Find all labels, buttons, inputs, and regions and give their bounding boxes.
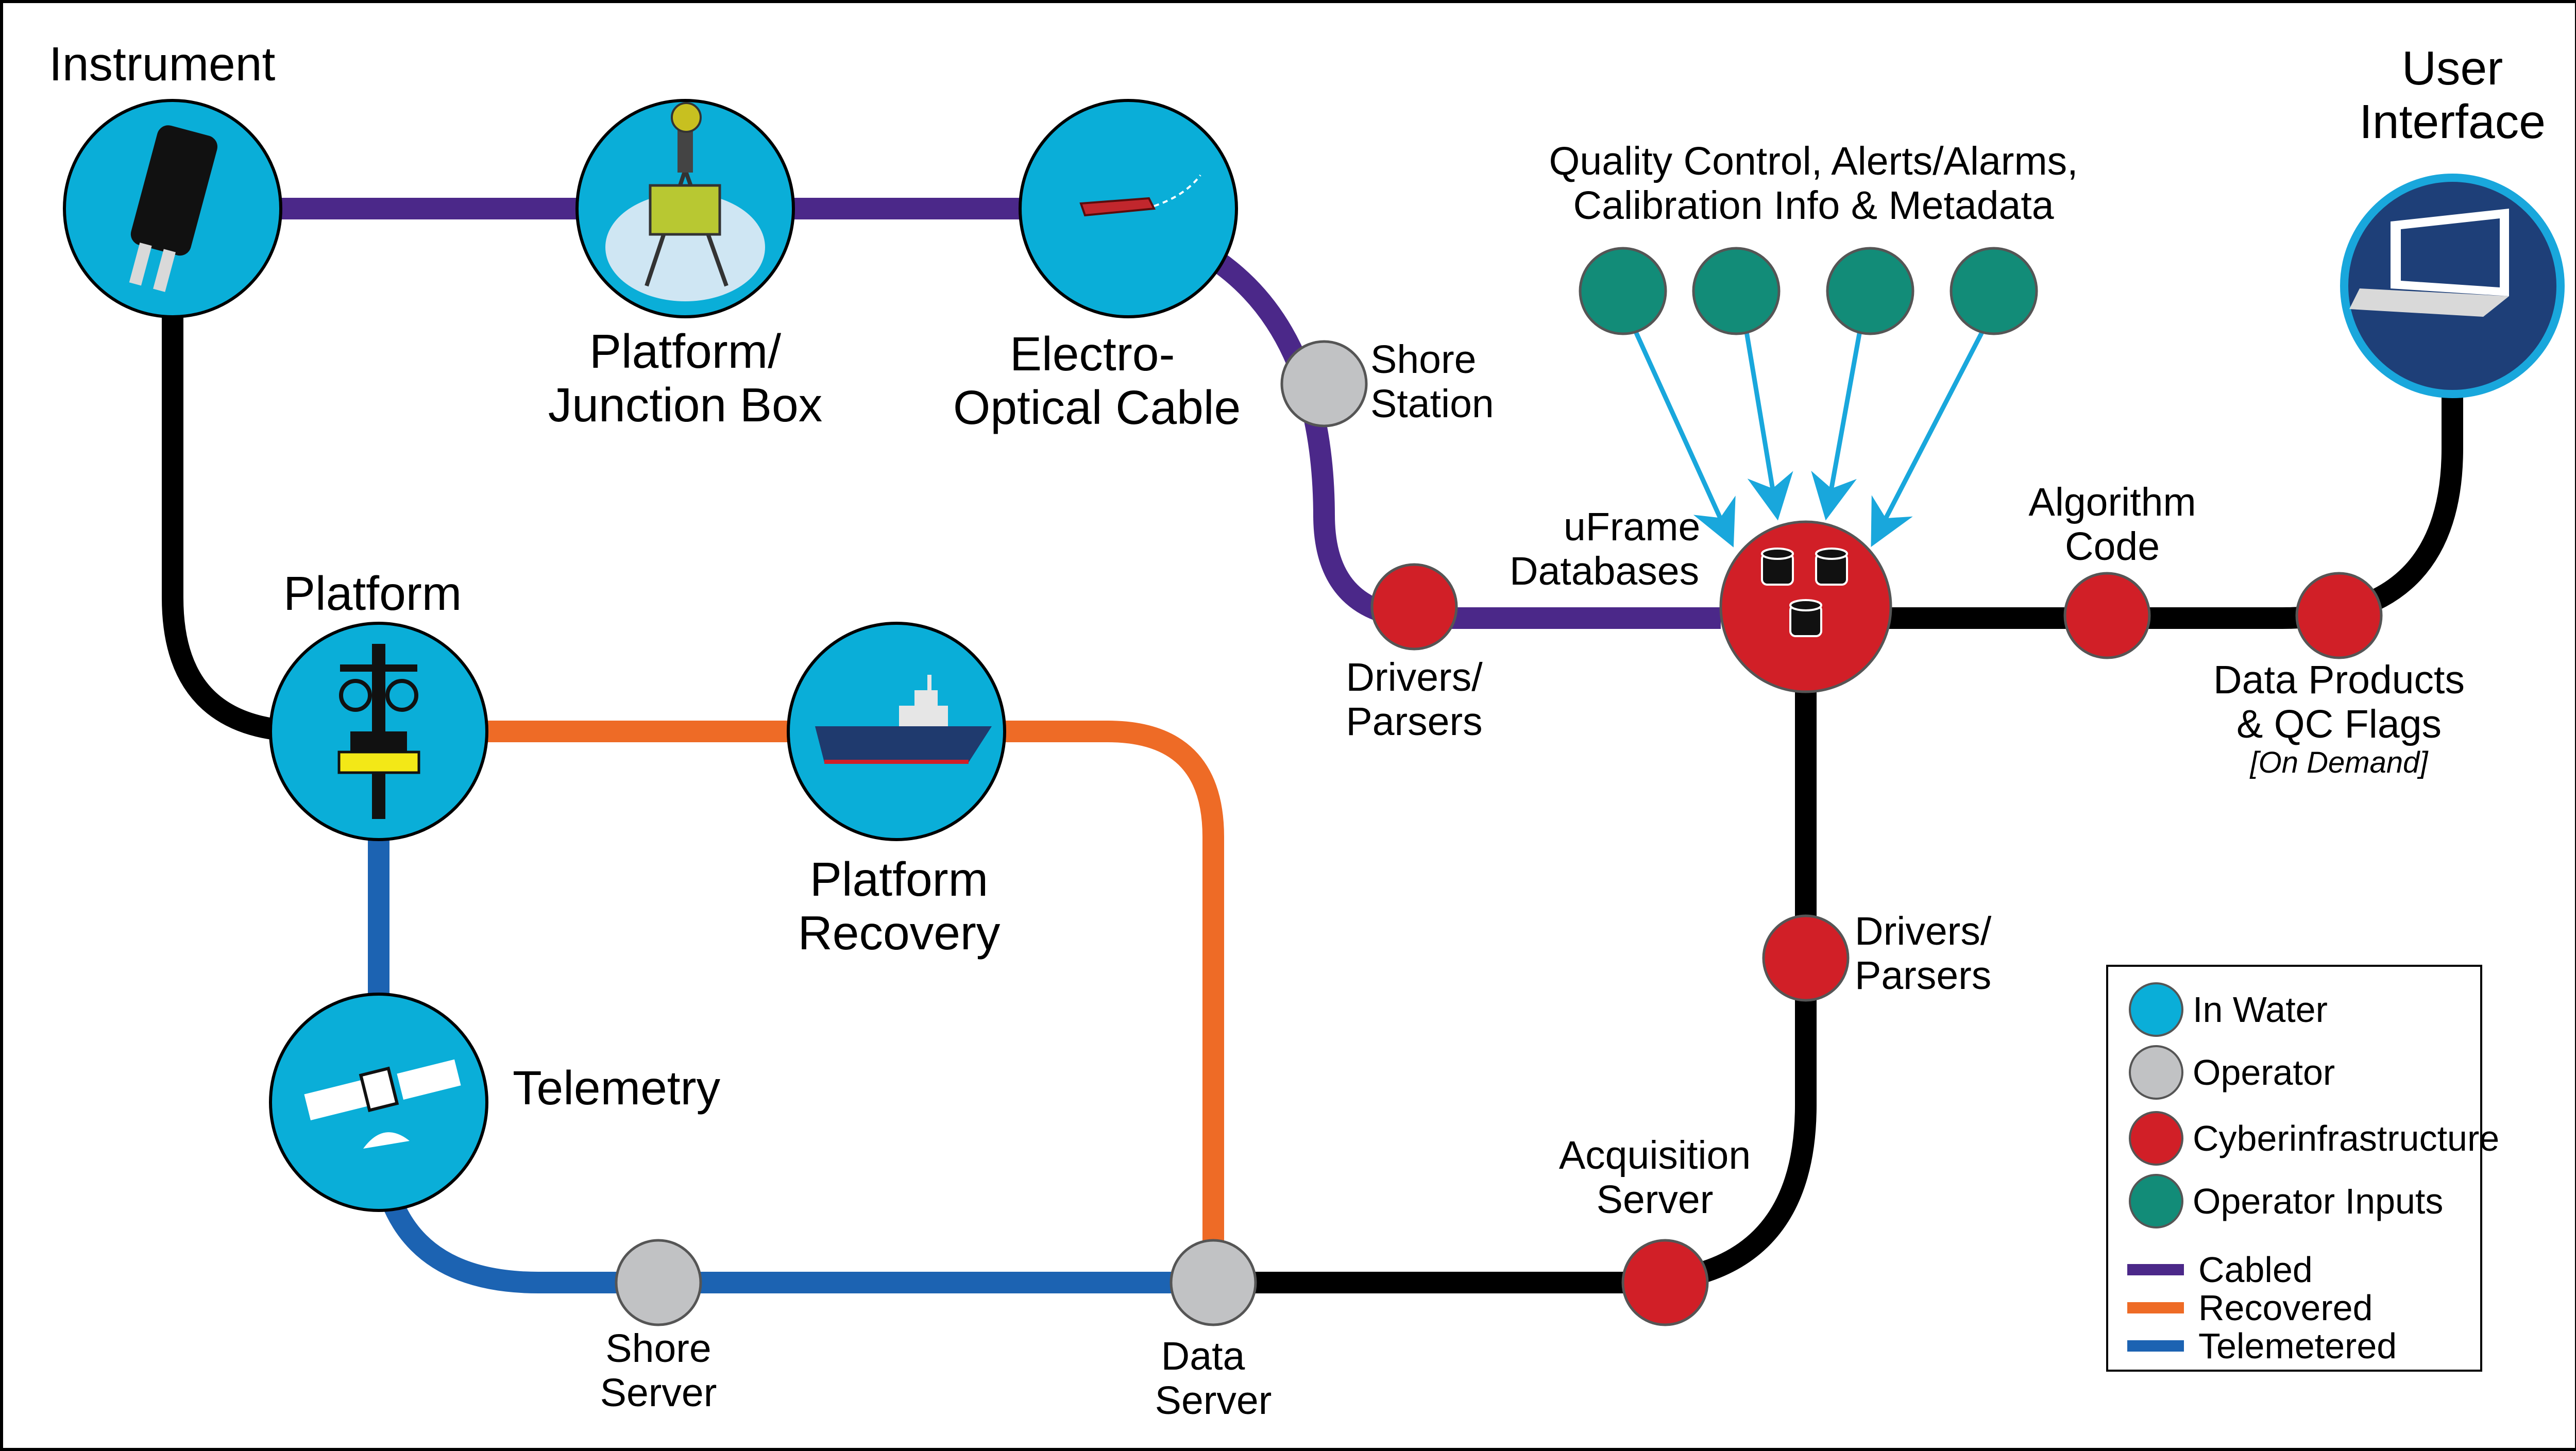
legend-item-telemetered: Telemetered: [2127, 1325, 2397, 1367]
ship-icon: [815, 675, 992, 764]
legend-item-cyberinfrastructure: Cyberinfrastructure: [2129, 1111, 2499, 1166]
label-user-interface: User Interface: [2359, 41, 2546, 149]
label-electro-optical-cable: Electro- Optical Cable: [953, 327, 1241, 435]
legend-swatch-operator-inputs: [2129, 1174, 2183, 1228]
node-shore-server[interactable]: [615, 1239, 702, 1326]
node-drivers-parsers-top[interactable]: [1370, 563, 1458, 651]
node-operator-input-3[interactable]: [1826, 247, 1914, 335]
node-data-server[interactable]: [1170, 1239, 1257, 1326]
node-platform-recovery[interactable]: [787, 622, 1006, 841]
node-drivers-parsers-right[interactable]: [1762, 914, 1850, 1002]
label-shore-station: Shore Station: [1370, 337, 1494, 426]
legend-swatch-in-water: [2129, 982, 2183, 1037]
qc-arrow-2: [1742, 319, 1793, 521]
node-user-interface[interactable]: [2340, 174, 2565, 398]
legend-item-operator: Operator: [2129, 1045, 2335, 1100]
node-telemetry[interactable]: [269, 993, 488, 1212]
label-qc-inputs: Quality Control, Alerts/Alarms, Calibrat…: [1549, 139, 2078, 228]
label-drivers-parsers-right: Drivers/ Parsers: [1855, 909, 1992, 998]
legend-swatch-cabled: [2127, 1264, 2184, 1275]
node-operator-input-2[interactable]: [1692, 247, 1781, 335]
node-algorithm-code[interactable]: [2063, 572, 2151, 659]
node-instrument[interactable]: [63, 99, 282, 318]
label-shore-server: Shore Server: [600, 1326, 717, 1415]
node-shore-station[interactable]: [1280, 340, 1368, 428]
label-platform-recovery: Platform Recovery: [798, 852, 1001, 960]
legend-item-in-water: In Water: [2129, 982, 2328, 1037]
legend: In Water Operator Cyberinfrastructure Op…: [2106, 965, 2499, 1372]
label-algorithm-code: Algorithm Code: [2028, 480, 2196, 569]
label-platform: Platform: [283, 567, 462, 620]
label-data-server: Data Server: [1155, 1334, 1272, 1423]
legend-item-cabled: Cabled: [2127, 1249, 2313, 1290]
node-acquisition-server[interactable]: [1621, 1239, 1709, 1326]
legend-item-operator-inputs: Operator Inputs: [2129, 1174, 2443, 1228]
node-platform[interactable]: [269, 622, 488, 841]
buoy-icon: [337, 644, 420, 819]
node-data-products[interactable]: [2295, 572, 2383, 659]
legend-swatch-cyberinfrastructure: [2129, 1111, 2183, 1166]
node-junction-box[interactable]: [575, 99, 795, 318]
label-instrument: Instrument: [49, 37, 276, 91]
tripod-junction-box-icon: [605, 102, 765, 301]
node-electro-optical-cable[interactable]: [1019, 99, 1238, 318]
label-uframe-databases: uFrame Databases: [1510, 505, 1701, 594]
label-junction-box: Platform/ Junction Box: [548, 325, 823, 432]
qc-arrow-4: [1871, 318, 1991, 547]
node-operator-input-1[interactable]: [1579, 247, 1667, 335]
label-acquisition-server: Acquisition Server: [1558, 1133, 1751, 1222]
node-operator-input-4[interactable]: [1950, 247, 2038, 335]
label-data-products: Data Products & QC Flags [On Demand]: [2213, 658, 2465, 780]
cable-node-icon: [1079, 174, 1201, 217]
legend-swatch-telemetered: [2127, 1340, 2184, 1352]
sensor-probe-icon: [129, 125, 218, 292]
satellite-icon: [304, 1059, 461, 1149]
database-cylinders-icon: [1761, 548, 1848, 637]
node-uframe-databases[interactable]: [1719, 520, 1892, 693]
legend-swatch-operator: [2129, 1045, 2183, 1100]
recovered-line: [379, 721, 1224, 1283]
qc-arrow-1: [1628, 318, 1736, 548]
label-telemetry: Telemetry: [513, 1061, 721, 1115]
laptop-icon: [2349, 209, 2509, 317]
legend-swatch-recovered: [2127, 1302, 2184, 1313]
label-drivers-parsers-top: Drivers/ Parsers: [1346, 655, 1483, 744]
legend-item-recovered: Recovered: [2127, 1287, 2373, 1328]
qc-arrow-3: [1811, 319, 1865, 521]
